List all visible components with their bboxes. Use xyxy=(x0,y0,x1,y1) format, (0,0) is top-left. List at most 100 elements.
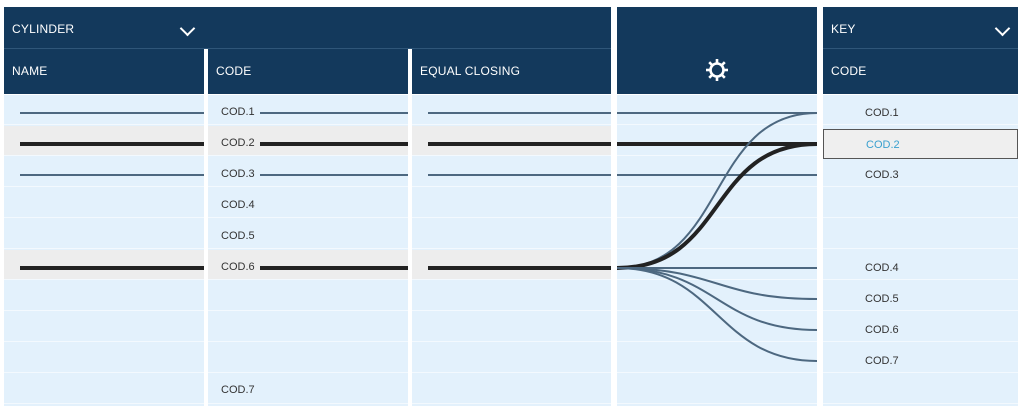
table-row xyxy=(617,219,817,249)
table-row[interactable] xyxy=(208,312,408,342)
table-row[interactable] xyxy=(4,219,204,249)
settings-header xyxy=(617,7,817,94)
connection-line-bold xyxy=(428,266,611,270)
cylinder-code-cell: COD.1 xyxy=(221,106,255,118)
header-divider xyxy=(4,48,611,49)
table-row[interactable] xyxy=(4,374,204,404)
key-item[interactable]: COD.1 xyxy=(823,98,1018,128)
connection-line-bold xyxy=(260,266,408,270)
cylinder-code-cell: COD.6 xyxy=(221,261,255,273)
key-item[interactable]: COD.3 xyxy=(823,160,1018,190)
table-row xyxy=(617,95,817,125)
table-row[interactable] xyxy=(208,157,408,187)
table-row xyxy=(823,250,1018,280)
table-row[interactable] xyxy=(412,312,611,342)
connector-cod6-cod6 xyxy=(617,267,817,331)
table-row[interactable] xyxy=(208,126,408,156)
key-code-label: COD.3 xyxy=(865,169,899,181)
column-header-equal-closing[interactable]: EQUAL CLOSING xyxy=(420,64,521,78)
mapping-area xyxy=(617,95,817,406)
gear-icon[interactable] xyxy=(704,57,730,83)
table-row[interactable] xyxy=(208,188,408,218)
table-row xyxy=(617,281,817,311)
connector-cod6-cod7 xyxy=(617,267,817,362)
table-row[interactable] xyxy=(4,95,204,125)
cylinder-code-cell: COD.2 xyxy=(221,137,255,149)
connection-line-bold xyxy=(20,266,204,270)
connection-line xyxy=(260,112,408,114)
key-item[interactable]: COD.6 xyxy=(823,315,1018,345)
connection-line xyxy=(20,174,204,176)
table-row[interactable] xyxy=(208,343,408,373)
connector-cod6-cod1 xyxy=(617,112,817,269)
table-row[interactable] xyxy=(4,250,204,280)
table-row xyxy=(617,126,817,156)
table-row[interactable] xyxy=(208,374,408,404)
connection-line xyxy=(20,112,204,114)
table-row xyxy=(617,343,817,373)
table-row[interactable] xyxy=(4,312,204,342)
cylinder-code-cell: COD.3 xyxy=(221,168,255,180)
key-item[interactable]: COD.5 xyxy=(823,284,1018,314)
key-header: KEY CODE xyxy=(823,7,1018,94)
table-row xyxy=(823,219,1018,249)
table-row xyxy=(823,188,1018,218)
table-row[interactable] xyxy=(4,343,204,373)
table-row[interactable] xyxy=(4,126,204,156)
table-row[interactable] xyxy=(412,219,611,249)
equal-closing-column xyxy=(412,95,611,406)
key-column-header-code[interactable]: CODE xyxy=(831,64,867,78)
table-row[interactable] xyxy=(208,95,408,125)
key-item[interactable]: COD.4 xyxy=(823,253,1018,283)
table-row[interactable] xyxy=(412,95,611,125)
key-code-label: COD.7 xyxy=(865,355,899,367)
connection-line-bold xyxy=(20,142,204,146)
table-row[interactable] xyxy=(4,157,204,187)
table-row xyxy=(823,281,1018,311)
table-row[interactable] xyxy=(412,157,611,187)
connection-line xyxy=(428,174,611,176)
table-row xyxy=(617,312,817,342)
table-row[interactable] xyxy=(412,374,611,404)
cylinder-code-cell: COD.4 xyxy=(221,199,255,211)
connection-line xyxy=(428,112,611,114)
table-row xyxy=(823,374,1018,404)
connection-line-bold xyxy=(260,142,408,146)
key-code-label: COD.4 xyxy=(865,262,899,274)
table-row[interactable] xyxy=(412,126,611,156)
table-row xyxy=(617,250,817,280)
key-item[interactable]: COD.7 xyxy=(823,346,1018,376)
table-row[interactable] xyxy=(208,219,408,249)
table-row[interactable] xyxy=(412,281,611,311)
table-row xyxy=(823,157,1018,187)
table-row[interactable] xyxy=(412,250,611,280)
name-column xyxy=(4,95,204,406)
column-header-code[interactable]: CODE xyxy=(216,64,252,78)
key-code-label: COD.2 xyxy=(866,139,900,151)
table-row[interactable] xyxy=(208,250,408,280)
key-item-selected[interactable]: COD.2 xyxy=(823,129,1018,159)
table-row[interactable] xyxy=(208,281,408,311)
table-row[interactable] xyxy=(412,343,611,373)
table-row[interactable] xyxy=(4,281,204,311)
table-row xyxy=(617,374,817,404)
code-column: COD.1 COD.2 COD.3 COD.4 COD.5 COD.6 COD.… xyxy=(208,95,408,406)
key-title: KEY xyxy=(831,22,856,36)
column-separator xyxy=(408,49,412,94)
mapping-connectors xyxy=(617,112,817,362)
table-row[interactable] xyxy=(4,188,204,218)
connector-cod6-cod2 xyxy=(617,142,817,270)
cylinder-code-cell: COD.5 xyxy=(221,230,255,242)
key-code-label: COD.1 xyxy=(865,107,899,119)
table-row[interactable] xyxy=(412,188,611,218)
connector-cod6-cod5 xyxy=(617,267,817,300)
cylinder-title: CYLINDER xyxy=(12,22,75,36)
column-header-name[interactable]: NAME xyxy=(12,64,48,78)
header-divider xyxy=(823,48,1018,49)
table-row xyxy=(617,157,817,187)
column-separator xyxy=(204,49,208,94)
connection-line xyxy=(260,174,408,176)
cylinder-dropdown-chevron-icon[interactable] xyxy=(179,20,196,37)
key-dropdown-chevron-icon[interactable] xyxy=(994,20,1011,37)
cylinder-header: CYLINDER NAME CODE EQUAL CLOSING xyxy=(4,7,611,94)
